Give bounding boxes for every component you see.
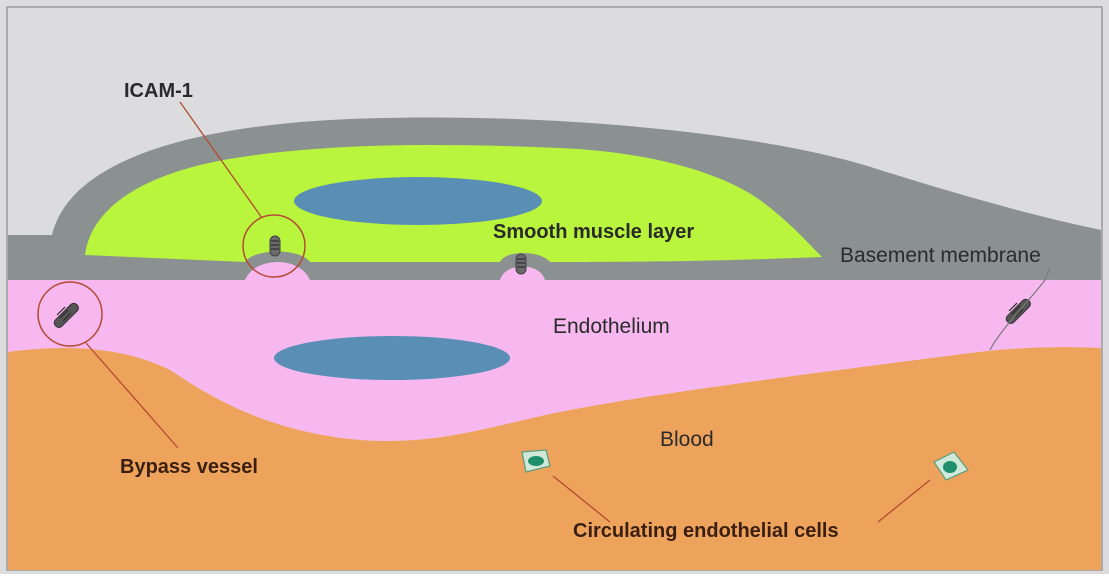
circulating-cells-label: Circulating endothelial cells: [573, 520, 839, 542]
blood-label: Blood: [660, 428, 714, 451]
icam-1-molecule-icon: [270, 236, 280, 256]
bypass-vessel-label: Bypass vessel: [120, 456, 258, 478]
smooth-muscle-label: Smooth muscle layer: [493, 221, 694, 243]
basement-membrane-label: Basement membrane: [840, 244, 1041, 267]
endothelial-nucleus: [274, 336, 510, 380]
icam-1-molecule-icon: [516, 254, 526, 274]
icam-label: ICAM-1: [124, 80, 193, 102]
smooth-muscle-nucleus: [294, 177, 542, 225]
endothelium-label: Endothelium: [553, 315, 670, 338]
